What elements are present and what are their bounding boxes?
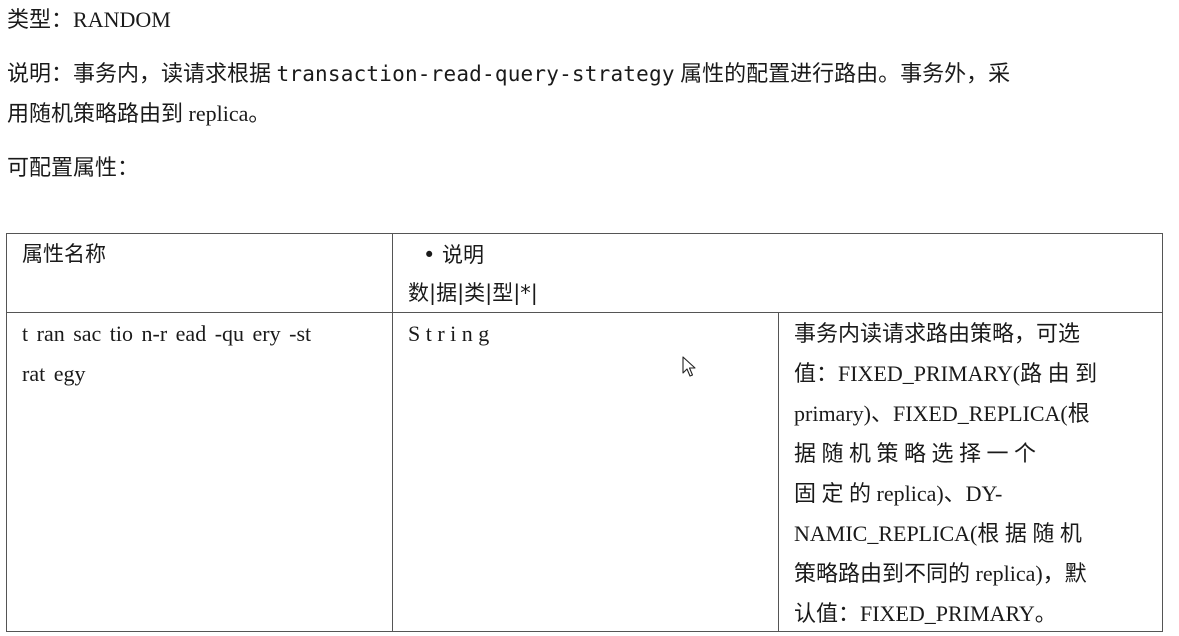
arrow-pointer-icon [682,356,696,377]
cell-property-name: t ran sac tio n-r ead -qu ery -st rat eg… [7,313,393,631]
property-name-line-1: t ran sac tio n-r ead -qu ery -st [22,321,312,346]
table-row: t ran sac tio n-r ead -qu ery -st rat eg… [7,313,1162,631]
property-name-line-2: rat egy [22,361,86,386]
header-property-name: 属性名称 [7,234,393,312]
description-line-4: 据 随 机 策 略 选 择 一 个 [794,441,1037,466]
description-line-3: primary)、FIXED_REPLICA(根 [794,401,1090,426]
cell-data-type: String [393,313,779,631]
description-line: 说明：事务内，读请求根据 transaction-read-query-stra… [7,54,1010,94]
description-line-5: 固 定 的 replica)、DY- [794,481,1003,506]
description-line-2: 值：FIXED_PRIMARY(路 由 到 [794,361,1098,386]
header-data-type: 数|据|类|型|*| [408,281,538,305]
properties-table: 属性名称 • 说明 数|据|类|型|*| t ran sac tio n-r e… [6,233,1163,632]
header-description: • 说明 数|据|类|型|*| [393,234,1162,312]
description-label: 说明： [7,61,74,86]
type-label: 类型： [7,7,74,32]
property-code: transaction-read-query-strategy [276,62,675,86]
description-line-8: 认值：FIXED_PRIMARY。 [794,601,1057,626]
description-text-before: 事务内，读请求根据 [73,61,277,86]
table-header-row: 属性名称 • 说明 数|据|类|型|*| [7,234,1162,313]
configurable-properties-label: 可配置属性： [7,155,140,180]
description-line-6: NAMIC_REPLICA(根 据 随 机 [794,521,1082,546]
type-line: 类型：RANDOM [7,0,171,40]
cell-description: 事务内读请求路由策略，可选 值：FIXED_PRIMARY(路 由 到 prim… [779,313,1162,631]
header-description-bullet: • 说明 [423,243,485,267]
description-text-after: 属性的配置进行路由。事务外，采 [674,61,1011,86]
description-line-1: 事务内读请求路由策略，可选 [794,321,1081,346]
description-continuation: 用随机策略路由到 replica。 [7,101,271,126]
type-value: RANDOM [73,7,171,32]
description-line-7: 策略路由到不同的 replica)，默 [794,561,1087,586]
